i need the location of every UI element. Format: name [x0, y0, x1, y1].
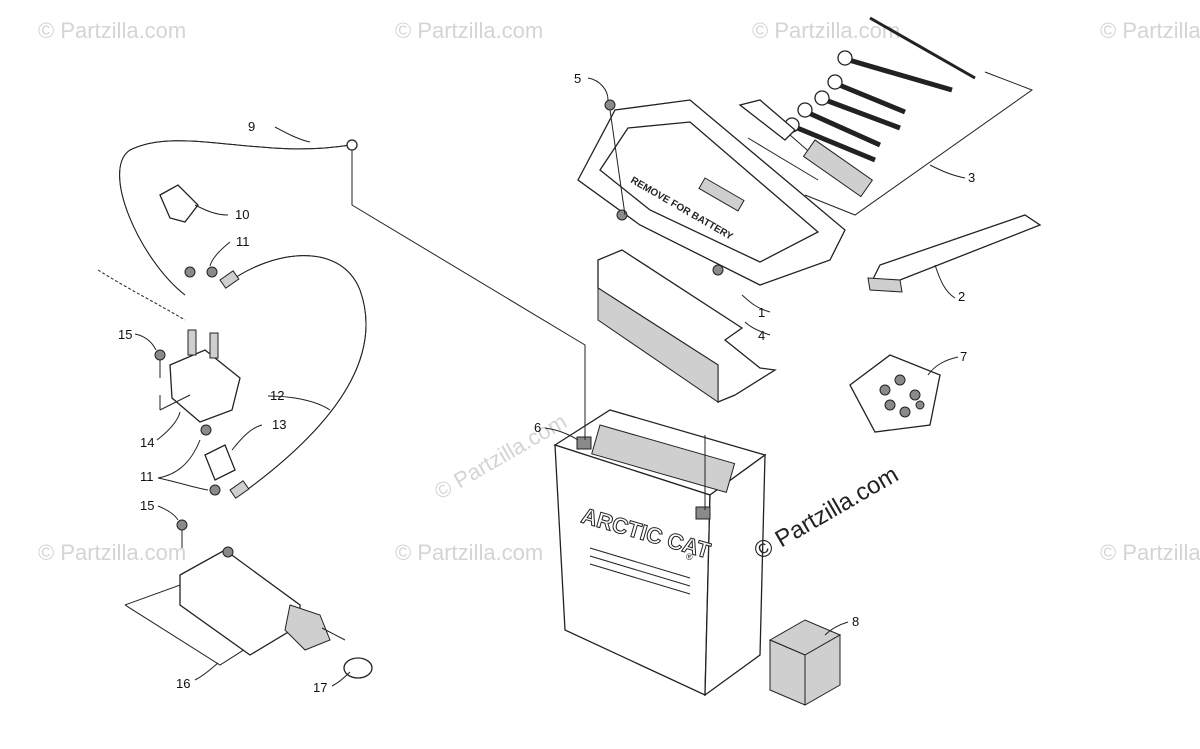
callout-4: 4 — [758, 328, 765, 343]
tool-kit — [738, 16, 1034, 216]
starter-motor — [124, 546, 346, 666]
watermark-faint: © Partzilla.com — [38, 18, 186, 43]
callout-9: 9 — [248, 119, 255, 134]
callout-labels: 1 2 3 4 5 6 7 8 9 10 11 11 12 13 14 15 1… — [118, 71, 975, 695]
callout-11-top: 11 — [236, 234, 250, 249]
screw — [604, 99, 626, 216]
watermark-main: © Partzilla.com — [750, 461, 904, 565]
callout-3: 3 — [968, 170, 975, 185]
watermark-faint: © Partzilla.com — [430, 409, 571, 505]
callout-10: 10 — [235, 207, 249, 222]
callout-13: 13 — [272, 417, 286, 432]
battery: ARCTIC CAT ® — [553, 409, 767, 697]
callout-8: 8 — [852, 614, 859, 629]
callout-5: 5 — [574, 71, 581, 86]
battery-bracket — [597, 249, 777, 403]
callout-12: 12 — [270, 388, 284, 403]
o-ring — [343, 657, 373, 679]
nuts — [184, 266, 221, 496]
battery-strap — [867, 214, 1042, 293]
watermark-faint: © Partzilla.com — [38, 540, 186, 565]
starter-boot — [204, 444, 236, 481]
watermark-faint: © Partzilla.com — [1100, 18, 1200, 43]
battery-cable — [119, 139, 706, 510]
callout-15-bottom: 15 — [140, 498, 154, 513]
bolts — [154, 349, 188, 548]
watermark-faint: © Partzilla.com — [1100, 540, 1200, 565]
terminal-boot — [159, 184, 199, 223]
starter-solenoid — [97, 269, 241, 423]
callout-16: 16 — [176, 676, 190, 691]
callout-15-top: 15 — [118, 327, 132, 342]
starter-cable — [219, 255, 367, 499]
watermark-faint: © Partzilla.com — [395, 540, 543, 565]
watermark-faint: © Partzilla.com — [395, 18, 543, 43]
callout-14: 14 — [140, 435, 154, 450]
callout-1: 1 — [758, 305, 765, 320]
leader-lines — [134, 77, 966, 687]
callout-17: 17 — [313, 680, 327, 695]
battery-registered-mark: ® — [686, 552, 693, 562]
callout-11-bottom: 11 — [140, 469, 154, 484]
callout-2: 2 — [958, 289, 965, 304]
callout-6: 6 — [534, 420, 541, 435]
callout-7: 7 — [960, 349, 967, 364]
hardware-kit — [849, 354, 941, 433]
foam-pad — [768, 619, 842, 706]
